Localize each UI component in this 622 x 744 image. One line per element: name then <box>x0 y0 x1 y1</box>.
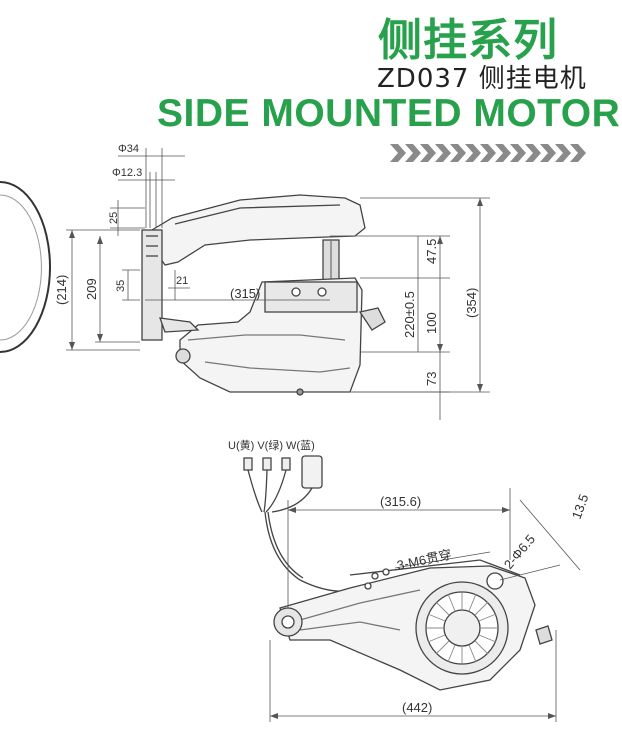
dim-13-5: 13.5 <box>569 492 592 521</box>
dim-315-6: (315.6) <box>380 494 421 509</box>
chevron-arrows-icon <box>390 144 586 162</box>
dim-73: 73 <box>424 372 439 386</box>
side-view-motor <box>141 194 386 396</box>
dim-209: 209 <box>84 278 99 300</box>
dim-phi34: Φ34 <box>118 143 139 155</box>
cropped-wheel-edge <box>0 181 51 353</box>
dim-35: 35 <box>115 280 127 292</box>
wire-harness <box>243 455 356 592</box>
dim-442: (442) <box>402 700 432 715</box>
wire-labels: U(黄) V(绿) W(蓝) <box>228 438 315 452</box>
dim-214: (214) <box>54 275 69 305</box>
dim-220: 220±0.5 <box>402 291 417 338</box>
dim-100: 100 <box>424 312 439 334</box>
dim-phi12-3: Φ12.3 <box>112 167 142 179</box>
bottom-view-motor <box>273 559 553 691</box>
dim-47-5: 47.5 <box>424 239 439 264</box>
dim-354: (354) <box>464 288 479 318</box>
dim-2-phi6-5: 2-Φ6.5 <box>501 532 538 572</box>
fan-blades <box>426 592 498 664</box>
dim-21: 21 <box>176 275 188 287</box>
dim-315: (315) <box>230 286 260 301</box>
bottom-view-dimension-lines <box>269 488 581 722</box>
side-view-dimension-lines <box>66 148 490 420</box>
english-title: SIDE MOUNTED MOTOR <box>157 92 621 135</box>
series-title: 侧挂系列 <box>378 15 558 66</box>
dim-25: 25 <box>108 212 120 224</box>
model-subtitle: ZD037 侧挂电机 <box>377 64 587 94</box>
